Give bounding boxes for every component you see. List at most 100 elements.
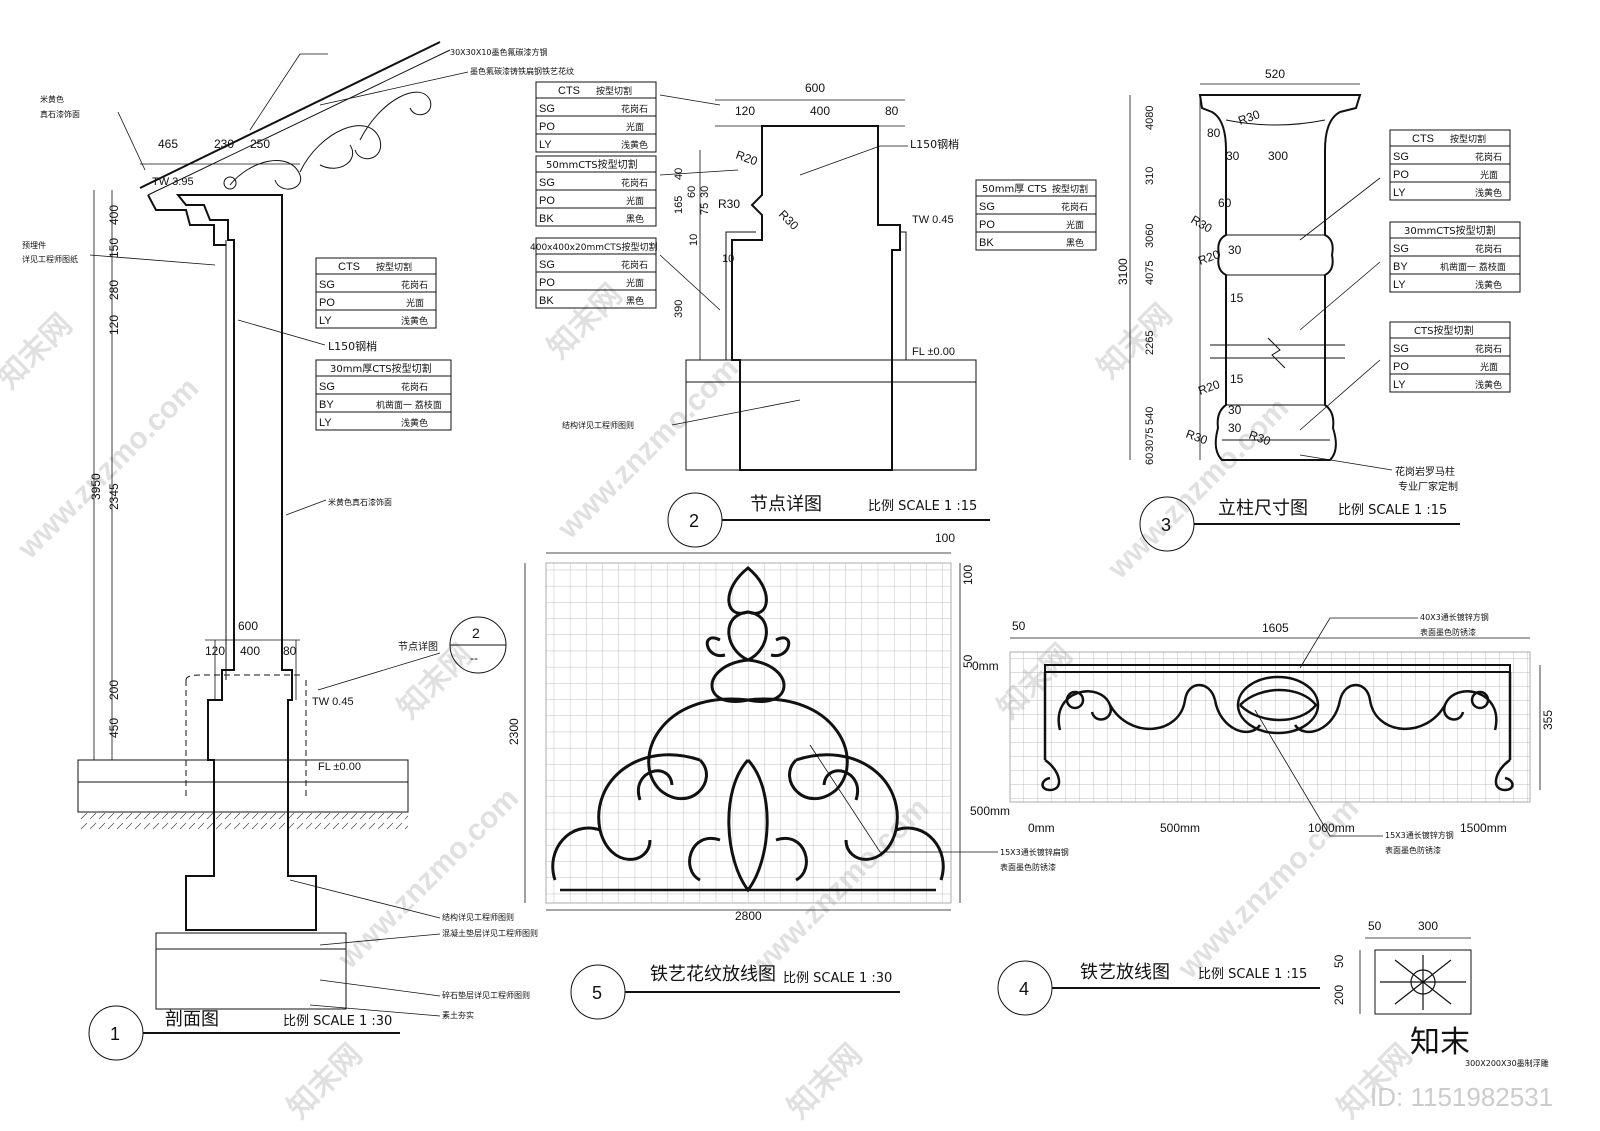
note-node-ref: 节点详图	[398, 640, 438, 653]
column-labels: 520 80 R30 30 300 60 R30 30 R20 15 15 R2…	[1116, 67, 1458, 493]
svg-text:10: 10	[688, 234, 700, 246]
dim-600: 600	[238, 619, 258, 633]
svg-text:1000mm: 1000mm	[1308, 821, 1355, 835]
level-fl: FL ±0.00	[318, 761, 361, 773]
svg-text:520: 520	[1265, 67, 1285, 81]
svg-text:40X3通长镀锌方钢: 40X3通长镀锌方钢	[1420, 612, 1489, 622]
note-steel-tube: 30X30X10墨色氟碳漆方钢	[450, 47, 548, 57]
svg-text:600: 600	[805, 81, 825, 95]
svg-text:LY: LY	[539, 139, 552, 151]
svg-text:光面: 光面	[406, 297, 424, 309]
svg-text:100: 100	[935, 531, 955, 545]
svg-text:PO: PO	[539, 277, 555, 289]
svg-text:FL ±0.00: FL ±0.00	[912, 346, 955, 358]
note-beige-mid: 米黄色真石漆饰面	[328, 497, 392, 507]
svg-text:300: 300	[1418, 919, 1438, 933]
svg-text:LY: LY	[1393, 279, 1406, 291]
svg-text:PO: PO	[1393, 361, 1409, 373]
svg-text:2: 2	[689, 511, 699, 531]
svg-text:5: 5	[592, 983, 602, 1003]
svg-text:60: 60	[1218, 196, 1232, 210]
svg-text:1500mm: 1500mm	[1460, 821, 1507, 835]
node-labels: 600 120 400 80 R20 R30 R30 40 165 60 30 …	[562, 81, 959, 430]
wm-13: 知末网	[782, 1038, 869, 1125]
svg-text:节点详图: 节点详图	[750, 494, 822, 515]
svg-text:CTS按型切割: CTS按型切割	[1414, 324, 1473, 337]
svg-text:L150钢梢: L150钢梢	[910, 137, 959, 151]
railing-drawing	[1009, 637, 1541, 803]
svg-text:花岗石: 花岗石	[1475, 343, 1502, 355]
wm-3: 知末网	[542, 278, 629, 365]
svg-text:结构详见工程师图则: 结构详见工程师图则	[562, 420, 634, 430]
svg-text:专业厂家定制: 专业厂家定制	[1398, 480, 1458, 493]
svg-text:LY: LY	[1393, 187, 1406, 199]
svg-text:120: 120	[735, 104, 755, 118]
note-stone-paint: 真石漆饰面	[40, 109, 80, 119]
svg-text:100: 100	[961, 565, 975, 585]
svg-text:SG: SG	[319, 279, 335, 291]
svg-text:30: 30	[1228, 403, 1242, 417]
svg-text:花岗石: 花岗石	[621, 177, 648, 189]
svg-text:R30: R30	[1184, 427, 1210, 448]
note-embed-ref: 详见工程师图纸	[22, 254, 78, 264]
svg-text:LY: LY	[319, 417, 332, 429]
railing-labels: 50 1605 355 0mm 500mm 0mm 500mm 1000mm 1…	[970, 612, 1555, 855]
svg-text:400: 400	[810, 104, 830, 118]
svg-text:BY: BY	[1393, 261, 1408, 273]
svg-text:2800: 2800	[735, 909, 762, 923]
svg-text:花岗石: 花岗石	[621, 259, 648, 271]
svg-text:R30: R30	[1189, 212, 1215, 235]
svg-text:50mmCTS按型切割: 50mmCTS按型切割	[546, 158, 638, 171]
note-concrete: 混凝土垫层详见工程师图则	[442, 928, 538, 938]
svg-text:60: 60	[1144, 453, 1156, 465]
svg-text:BY: BY	[319, 399, 334, 411]
level-tw-low: TW 0.45	[312, 696, 354, 708]
svg-text:BK: BK	[539, 295, 554, 307]
title-4: 4 铁艺放线图 比例 SCALE 1 :15	[997, 960, 1320, 1016]
svg-text:浅黄色: 浅黄色	[1475, 187, 1502, 199]
svg-text:500mm: 500mm	[970, 804, 1010, 818]
svg-text:BK: BK	[539, 213, 554, 225]
svg-text:355: 355	[1541, 710, 1555, 730]
callout-num: 2	[472, 625, 480, 641]
note-soil: 素土夯实	[442, 1010, 474, 1020]
svg-text:比例 SCALE 1 :30: 比例 SCALE 1 :30	[783, 971, 892, 986]
svg-text:PO: PO	[539, 195, 555, 207]
svg-text:CTS: CTS	[558, 85, 580, 97]
svg-text:比例 SCALE 1 :15: 比例 SCALE 1 :15	[1338, 503, 1447, 518]
svg-text:光面: 光面	[626, 195, 644, 207]
svg-text:黑色: 黑色	[626, 213, 644, 225]
level-tw-top: TW 3.95	[152, 176, 194, 188]
svg-text:30: 30	[699, 186, 711, 198]
dim-250: 250	[250, 137, 270, 151]
dim-3950: 3950	[89, 473, 103, 500]
svg-text:390: 390	[673, 300, 685, 318]
svg-text:花岗岩罗马柱: 花岗岩罗马柱	[1395, 465, 1455, 478]
note-gravel: 碎石垫层详见工程师图则	[442, 990, 530, 1000]
svg-text:光面: 光面	[626, 277, 644, 289]
wm-1: 知末网	[0, 308, 79, 395]
wm-4: www.znzmo.com	[551, 352, 745, 546]
svg-text:SG: SG	[319, 381, 335, 393]
relief-labels: 50 300 50 200 300X200X30墨制浮雕 知末	[1332, 919, 1549, 1068]
svg-text:PO: PO	[979, 219, 995, 231]
dim-400: 400	[107, 205, 121, 225]
svg-text:400x400x20mmCTS按型切割: 400x400x20mmCTS按型切割	[530, 241, 658, 253]
svg-text:1: 1	[110, 1024, 120, 1044]
svg-text:75: 75	[699, 203, 711, 215]
svg-text:光面: 光面	[1480, 169, 1498, 181]
dim-150: 150	[107, 238, 121, 258]
dim-280: 280	[107, 280, 121, 300]
svg-text:按型切割: 按型切割	[1052, 183, 1088, 195]
note-struct: 结构详见工程师图则	[442, 912, 514, 922]
svg-text:SG: SG	[1393, 243, 1409, 255]
title-5: 5 铁艺花纹放线图 比例 SCALE 1 :30	[570, 964, 900, 1020]
svg-text:R30: R30	[776, 207, 802, 233]
svg-text:黑色: 黑色	[1066, 237, 1084, 249]
svg-text:50: 50	[1368, 919, 1382, 933]
dim-200: 200	[107, 680, 121, 700]
